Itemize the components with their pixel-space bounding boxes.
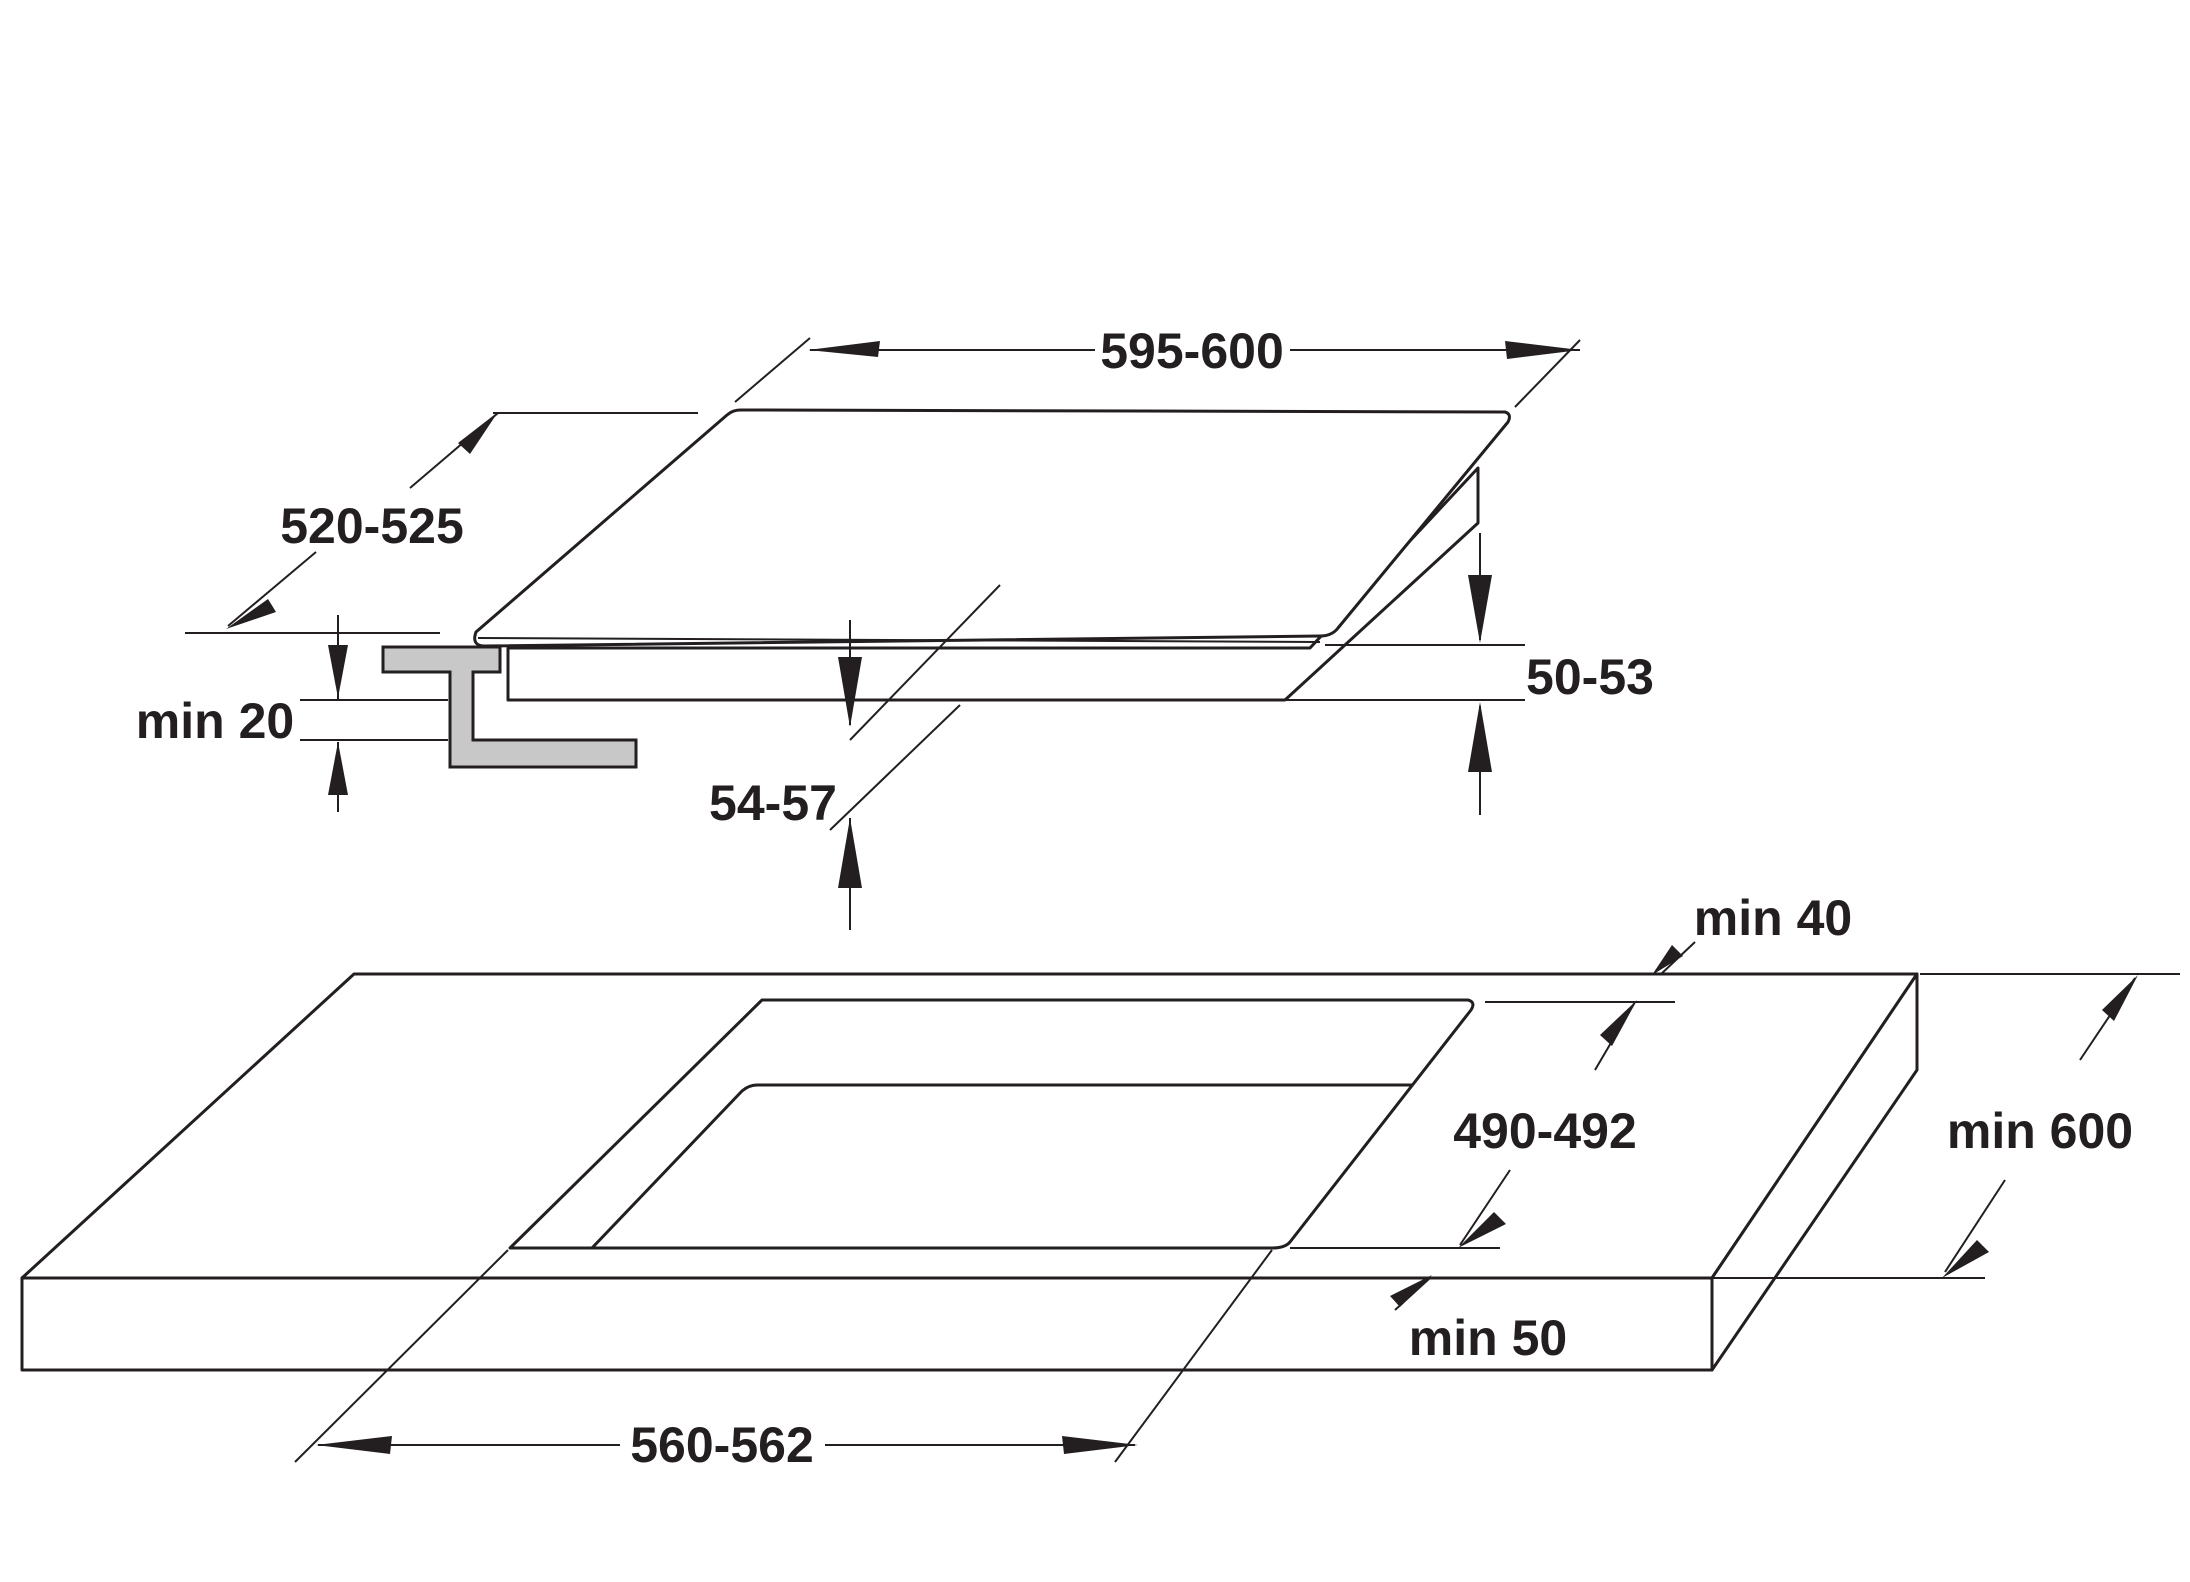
arrow-right-icon — [1062, 1436, 1138, 1454]
dim-cutout-width: 560-562 — [294, 1249, 1273, 1473]
arrow-left-icon — [316, 1436, 392, 1454]
hob-glass-plate — [473, 408, 1511, 648]
label-hob-depth: 520-525 — [280, 498, 464, 554]
dim-worktop-thickness: min 20 — [136, 615, 448, 812]
label-hob-height: 50-53 — [1526, 649, 1654, 705]
dim-hob-depth: 520-525 — [185, 412, 698, 634]
dim-front-clearance: min 50 — [1390, 1275, 1567, 1366]
arrow-up-right-icon — [458, 412, 498, 454]
hob-drawing — [473, 408, 1511, 702]
dim-hob-under: 54-57 — [709, 584, 1001, 930]
arrow-down-icon — [838, 657, 862, 727]
arrow-up-right-icon — [2102, 975, 2138, 1021]
dim-hob-width: 595-600 — [734, 323, 1581, 408]
arrow-right-icon — [1505, 341, 1580, 359]
worktop-drawing — [20, 972, 1919, 1372]
label-cutout-width: 560-562 — [630, 1417, 814, 1473]
worktop-cutout-inner — [590, 1083, 1412, 1250]
arrow-down-left-icon — [1652, 945, 1683, 975]
arrow-up-icon — [838, 818, 862, 888]
label-worktop-thickness: min 20 — [136, 693, 294, 749]
label-front-clearance: min 50 — [1409, 1310, 1567, 1366]
arrow-up-right-icon — [1600, 1000, 1637, 1046]
arrow-left-icon — [808, 341, 880, 357]
dim-worktop-depth: min 600 — [1712, 973, 2180, 1279]
dim-cutout-depth: 490-492 — [1290, 1000, 1675, 1249]
dim-rear-clearance: min 40 — [1652, 890, 1852, 976]
worktop-cutout — [508, 998, 1475, 1250]
arrow-up-right-icon — [1390, 1275, 1432, 1307]
arrow-up-icon — [328, 742, 348, 795]
label-hob-width: 595-600 — [1100, 323, 1284, 379]
hob-body — [506, 466, 1480, 702]
arrow-down-icon — [328, 645, 348, 698]
worktop-clamp-bracket — [381, 645, 638, 769]
arrow-down-left-icon — [226, 599, 276, 629]
worktop-side-face — [1710, 972, 1919, 1372]
arrow-down-icon — [1468, 575, 1492, 643]
hob-glass-edge — [477, 637, 1321, 643]
label-cutout-depth: 490-492 — [1453, 1103, 1637, 1159]
arrow-down-left-icon — [1458, 1212, 1506, 1248]
label-rear-clearance: min 40 — [1694, 890, 1852, 946]
label-worktop-depth: min 600 — [1947, 1103, 2133, 1159]
arrow-up-icon — [1468, 702, 1492, 772]
label-hob-under: 54-57 — [709, 775, 837, 831]
arrow-down-left-icon — [1942, 1240, 1989, 1278]
dim-hob-height: 50-53 — [1285, 533, 1654, 815]
